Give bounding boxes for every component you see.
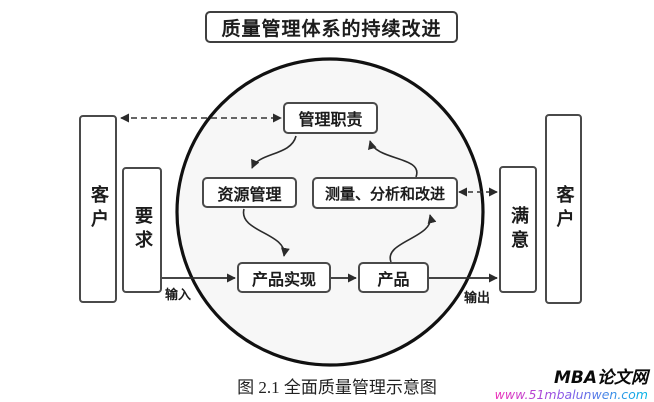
connector-resources-realization-curve bbox=[242, 208, 290, 257]
figure-caption: 图 2.1 全面质量管理示意图 bbox=[237, 378, 437, 397]
node-resource-management: 资源管理 bbox=[202, 177, 297, 208]
box-customer-left: 客户 bbox=[79, 115, 117, 303]
node-product: 产品 bbox=[358, 262, 429, 293]
node-management-duty: 管理职责 bbox=[283, 102, 378, 134]
box-satisfaction-label: 满意 bbox=[508, 205, 529, 254]
box-customer-right-label: 客户 bbox=[553, 185, 575, 233]
node-product-realization-label: 产品实现 bbox=[251, 269, 316, 289]
connector-product-measurement-curve bbox=[389, 214, 437, 263]
box-customer-left-label: 客户 bbox=[88, 185, 109, 233]
label-output: 输出 bbox=[464, 291, 491, 306]
node-resource-management-label: 资源管理 bbox=[217, 184, 282, 204]
connector-measurement-management-curve bbox=[368, 140, 418, 178]
box-requirements: 要求 bbox=[122, 167, 162, 293]
watermark: MBA论文网 www.51mbalunwen.com bbox=[494, 368, 648, 402]
watermark-site-url: www.51mbalunwen.com bbox=[494, 386, 648, 402]
node-management-duty-label: 管理职责 bbox=[298, 110, 363, 129]
node-product-label: 产品 bbox=[377, 269, 410, 289]
box-satisfaction: 满意 bbox=[499, 166, 537, 293]
node-measurement-analysis-improvement: 测量、分析和改进 bbox=[312, 177, 458, 209]
box-customer-right: 客户 bbox=[545, 114, 582, 304]
title-box: 质量管理体系的持续改进 bbox=[205, 11, 458, 43]
watermark-site-name: MBA论文网 bbox=[553, 368, 648, 389]
connector-management-resources-curve bbox=[251, 135, 297, 169]
label-input: 输入 bbox=[165, 288, 192, 303]
node-measurement-label: 测量、分析和改进 bbox=[324, 184, 445, 203]
title-box-label: 质量管理体系的持续改进 bbox=[221, 17, 442, 40]
node-product-realization: 产品实现 bbox=[237, 262, 331, 293]
box-requirements-label: 要求 bbox=[132, 206, 153, 254]
